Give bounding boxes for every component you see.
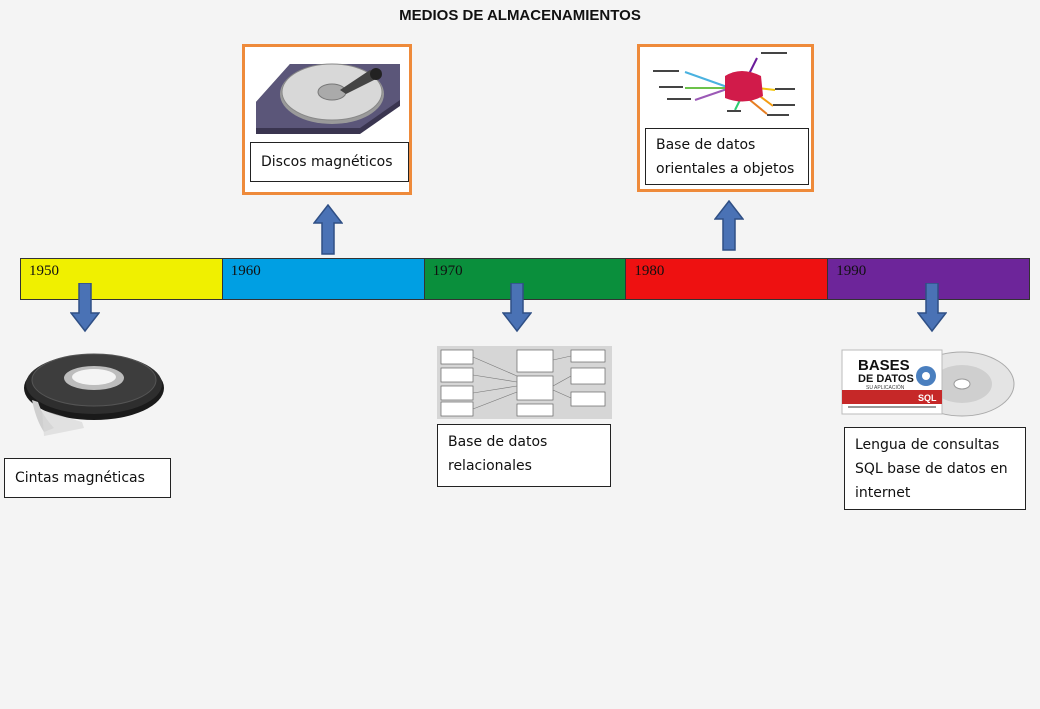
year-label-1980: 1980 [634,263,665,279]
arrow-down-1990 [917,283,947,333]
label-text: Base de datos orientales a objetos [656,137,795,177]
label-magnetic-tapes: Cintas magnéticas [4,458,171,498]
sql-cover-tagline: SU APLICACIÓN [866,384,905,391]
year-label-1970: 1970 [432,263,463,279]
timeline-segment-1970: 1970 [424,259,627,299]
year-label-1990: 1990 [836,263,867,279]
label-relational-db: Base de datos relacionales [437,424,611,487]
relational-schema-image [437,346,612,419]
page-title: MEDIOS DE ALMACENAMIENTOS [399,7,641,24]
sql-book-cd-image: BASES DE DATOS SU APLICACIÓN SQL [841,349,1015,417]
label-sql: Lengua de consultas SQL base de datos en… [844,427,1026,510]
sql-cover-subtitle: DE DATOS [858,373,914,385]
year-label-1960: 1960 [230,263,261,279]
sql-cover-title: BASES [858,357,910,374]
timeline-segment-1950: 1950 [21,259,223,299]
label-text: Base de datos relacionales [448,434,548,474]
arrow-down-1950 [70,283,100,333]
timeline-bar: 1950 1960 1970 1980 1990 [20,258,1030,300]
label-text: Lengua de consultas SQL base de datos en… [855,437,1008,501]
label-magnetic-disks: Discos magnéticos [250,142,409,182]
label-text: Discos magnéticos [261,154,393,170]
mind-map-image [645,48,805,128]
timeline-segment-1980: 1980 [626,259,829,299]
timeline-segment-1960: 1960 [222,259,425,299]
hard-disk-image [256,63,400,134]
arrow-up-1960 [313,204,343,255]
year-label-1950: 1950 [29,263,59,279]
label-text: Cintas magnéticas [15,470,145,486]
sql-cover-badge: SQL [918,393,937,403]
label-object-oriented-db: Base de datos orientales a objetos [645,128,809,185]
arrow-up-1980 [714,200,744,251]
magnetic-tape-image [24,353,164,436]
arrow-down-1970 [502,283,532,333]
